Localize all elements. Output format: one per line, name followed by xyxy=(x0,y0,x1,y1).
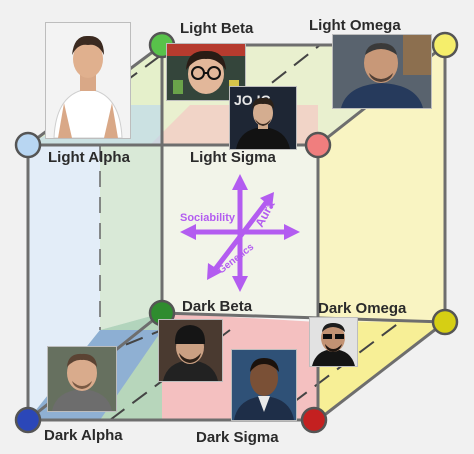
dark-alpha-node xyxy=(14,406,42,434)
light-alpha-node xyxy=(14,131,42,159)
aura-arrow-up-icon xyxy=(232,174,248,190)
man-grey-shirt-photo xyxy=(47,346,117,412)
left-green-band xyxy=(100,145,162,330)
light-beta-label: Light Beta xyxy=(180,20,254,37)
aura-arrow-down-icon xyxy=(232,276,248,292)
genetics-arrow-up-icon xyxy=(260,192,274,208)
light-omega-label: Light Omega xyxy=(309,17,401,34)
sociability-arrow-right-icon xyxy=(284,224,300,240)
man-beanie-photo xyxy=(158,319,223,382)
dark-sigma-label: Dark Sigma xyxy=(196,429,279,446)
light-sigma-label: Light Sigma xyxy=(190,149,276,166)
dark-omega-node xyxy=(431,308,459,336)
light-omega-node xyxy=(431,31,459,59)
dark-omega-label: Dark Omega xyxy=(318,300,407,317)
genetics-axis-line xyxy=(210,197,271,275)
man-sunglasses-photo xyxy=(309,317,358,367)
genetics-arrow-down-icon xyxy=(207,263,222,280)
dark-alpha-label: Dark Alpha xyxy=(44,427,123,444)
light-alpha-label: Light Alpha xyxy=(48,149,130,166)
sociability-arrow-left-icon xyxy=(180,224,196,240)
dark-beta-label: Dark Beta xyxy=(182,298,253,315)
light-sigma-node xyxy=(304,131,332,159)
man-blazer-photo xyxy=(231,349,297,421)
man-bald-photo xyxy=(332,34,432,109)
dark-sigma-node xyxy=(300,406,328,434)
sociability-label: Sociability xyxy=(180,212,236,224)
man-white-shirt-photo xyxy=(45,22,131,139)
man-suit-photo: JO IC xyxy=(229,86,297,150)
axis-arrows xyxy=(180,174,300,292)
